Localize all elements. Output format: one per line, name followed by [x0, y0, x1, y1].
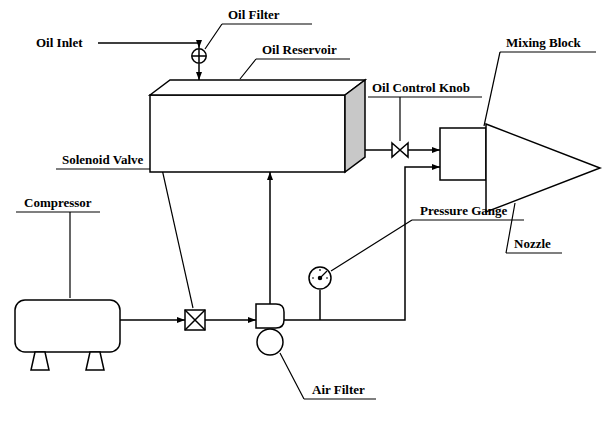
control-valve: Oil Control Knob	[392, 143, 408, 157]
air-filter-shape	[256, 304, 284, 355]
solenoid-valve-shape	[185, 310, 205, 330]
part-label: Compressor	[24, 195, 92, 210]
pressure-gauge: Pressure Gange	[308, 266, 332, 290]
pressure-gauge-shape	[308, 266, 332, 290]
compressor-tank-shape	[15, 300, 120, 372]
nozzle-cone: Nozzle	[486, 124, 600, 212]
leader-line	[240, 59, 350, 79]
pipe-connector	[198, 64, 200, 80]
part-label: Air Filter	[312, 382, 365, 397]
oil-filter-shape	[191, 48, 207, 64]
pipe-connector	[284, 167, 440, 320]
control-valve-shape	[392, 143, 408, 157]
pipe-connector	[205, 319, 256, 321]
mixing-block-shape	[440, 128, 486, 180]
inlet-pipe	[98, 43, 199, 48]
oil-filter: Oil Filter	[191, 48, 207, 64]
solenoid-valve: Solenoid Valve	[185, 310, 205, 330]
pipe-connector	[269, 172, 271, 304]
leader-line	[56, 169, 193, 308]
part-label: Oil Reservoir	[262, 42, 337, 57]
leader-line	[506, 203, 562, 253]
part-label: Oil Inlet	[36, 35, 83, 50]
oil-reservoir-shape	[150, 80, 365, 172]
pipe-connector	[408, 149, 440, 151]
oil-reservoir: Oil Reservoir	[150, 80, 365, 172]
gauge-stub	[319, 290, 321, 320]
air-filter: Air Filter	[256, 304, 284, 355]
part-label: Mixing Block	[506, 35, 581, 50]
pipe-connector	[120, 319, 185, 321]
part-label: Solenoid Valve	[62, 152, 143, 167]
nozzle-cone-shape	[486, 124, 600, 212]
compressor-tank: Compressor	[15, 300, 120, 372]
pipe-connector	[365, 149, 392, 151]
part-label: Pressure Gange	[420, 203, 507, 218]
part-label: Oil Filter	[228, 7, 280, 22]
leader-line	[16, 212, 100, 298]
part-label: Oil Control Knob	[372, 80, 470, 95]
part-label: Nozzle	[514, 236, 551, 251]
leader-line	[280, 353, 376, 399]
mixing-block: Mixing Block	[440, 128, 486, 180]
leader-line	[331, 220, 524, 271]
leader-line	[484, 52, 596, 126]
